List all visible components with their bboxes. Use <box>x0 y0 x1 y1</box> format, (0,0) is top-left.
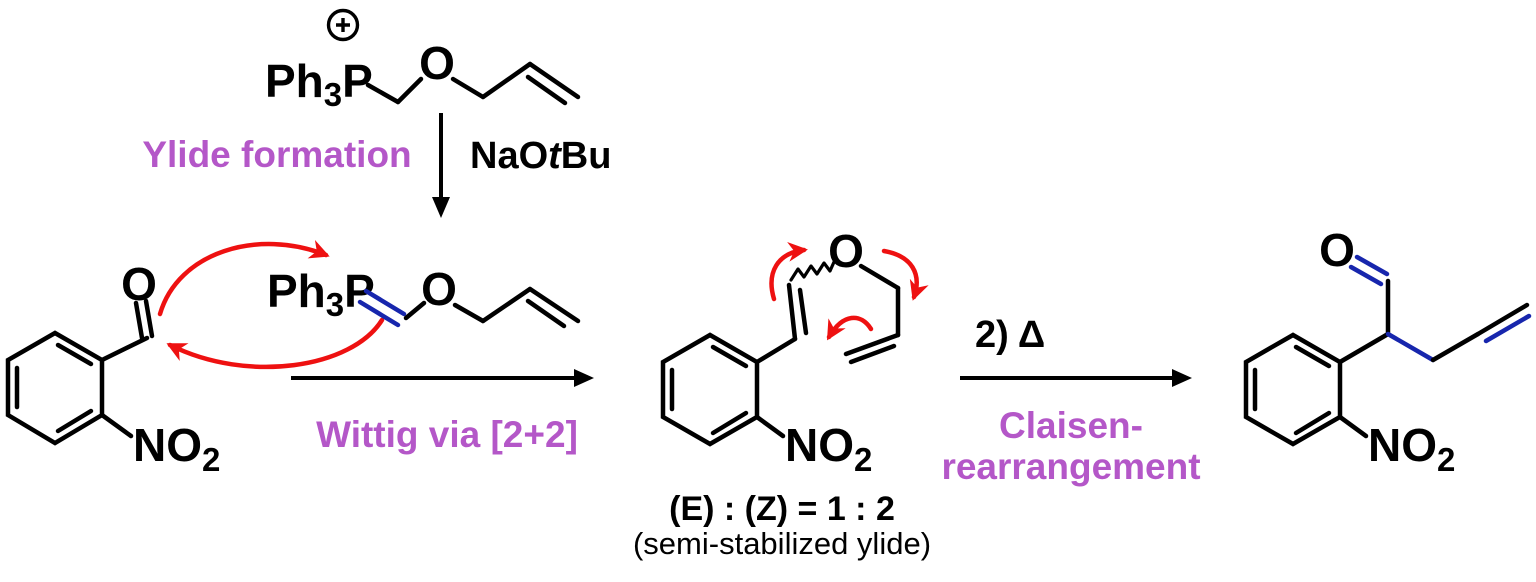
wittig-label: Wittig via [2+2] <box>316 414 578 455</box>
allyl-double-bond-line2 <box>525 298 567 329</box>
bond-o-ch2 <box>450 76 486 100</box>
allyl-double-bond-line1 <box>843 332 901 357</box>
ylide-o-label: O <box>421 263 457 315</box>
carbonyl-double-bond-line2 <box>133 300 145 341</box>
bond-ch2-ch <box>1430 331 1481 363</box>
pentenal-product-structure: O NO2 <box>1243 224 1532 478</box>
condition-label: 2) Δ <box>975 314 1045 356</box>
nitro-label: NO2 <box>133 419 220 478</box>
p-c-double-bond-line2 <box>357 299 401 328</box>
base-label: NaOtBu <box>470 135 611 177</box>
ether-o-label: O <box>419 37 455 89</box>
mechanism-arrow-carbonyl-to-p <box>157 239 330 317</box>
phosphonium-p-label: Ph3P <box>265 55 373 113</box>
plus-charge-icon <box>336 18 350 32</box>
claisen-label-line2: rearrangement <box>941 446 1200 487</box>
bond-ring-nitro <box>754 414 786 439</box>
allyl-vinyl-ether-structure: O NO2 <box>660 225 929 478</box>
bond-ring-nitro <box>99 412 134 439</box>
mechanism-arrow-left <box>769 241 808 302</box>
ylide-formation-label: Ylide formation <box>142 134 411 175</box>
benzene-ring <box>660 332 760 447</box>
vinyl-double-bond-line2 <box>525 74 568 106</box>
vinyl-double-bond-line1 <box>527 61 581 100</box>
claisen-label-line1: Claisen- <box>999 405 1143 446</box>
ylide-p-label: Ph3P <box>267 265 375 323</box>
nitro-label: NO2 <box>1368 419 1455 478</box>
bond-o-ch2 <box>452 302 486 324</box>
ether-o-label: O <box>828 225 864 277</box>
mechanism-arrow-carbanion-to-carbonyl <box>166 317 385 370</box>
aromatic-inner-bond <box>55 342 94 367</box>
carbonyl-o-label: O <box>121 258 157 310</box>
vinyl-double-bond-line2 <box>797 287 809 336</box>
bond-p-ch2 <box>365 82 401 105</box>
aromatic-inner-bond <box>1293 410 1332 436</box>
bond-c-o <box>403 300 427 321</box>
bond-ring-vinyl <box>754 336 798 365</box>
wavy-stereo-bond <box>789 260 836 282</box>
aromatic-inner-bond <box>1293 344 1332 369</box>
allyl-double-bond-line2 <box>848 343 897 365</box>
ylide-note-label: (semi-stabilized ylide) <box>633 526 931 561</box>
aromatic-inner-bond <box>710 410 749 436</box>
bond-ch2-ch <box>480 286 533 324</box>
down-arrowhead-icon <box>432 197 450 218</box>
terminal-double-bond-line1 <box>1475 302 1530 337</box>
wittig-step: Wittig via [2+2] <box>291 369 594 455</box>
benzene-ring <box>5 330 105 446</box>
p-c-double-bond-line1 <box>363 288 407 317</box>
reaction-arrowhead-1-icon <box>574 369 594 387</box>
carbonyl-double-bond-line1 <box>1354 254 1390 277</box>
carbonyl-double-bond-line1 <box>143 298 155 339</box>
nitrobenzaldehyde-structure: O NO2 <box>5 258 220 478</box>
bond-ring-ch <box>1337 331 1391 365</box>
aromatic-inner-bond <box>55 408 94 434</box>
bond-ring-nitro <box>1337 414 1369 439</box>
bond-ch2-ch <box>480 61 533 100</box>
bond-ch2-o <box>395 76 424 105</box>
vinyl-double-bond-line1 <box>786 282 798 342</box>
phosphonium-salt-structure: Ph3P O <box>265 8 581 113</box>
mechanism-arrow-center <box>826 315 874 341</box>
new-sigma-bond <box>1385 331 1436 363</box>
bond-ring-carbonyl <box>99 335 150 363</box>
terminal-double-bond-line2 <box>1483 313 1532 344</box>
bond-o-ch2 <box>858 263 901 291</box>
nitro-label: NO2 <box>785 419 872 478</box>
ylide-formation-step: Ylide formation NaOtBu <box>142 113 611 218</box>
claisen-step: 2) Δ Claisen- rearrangement <box>941 314 1200 487</box>
mechanism-arrow-right <box>881 248 929 301</box>
plus-charge-circle-icon <box>326 8 360 42</box>
reaction-arrowhead-2-icon <box>1172 369 1192 387</box>
benzene-ring <box>1243 332 1343 447</box>
carbonyl-double-bond-line2 <box>1348 264 1384 287</box>
allyl-double-bond-line1 <box>527 286 581 324</box>
aromatic-inner-bond <box>710 344 749 369</box>
ez-ratio-label: (E) : (Z) = 1 : 2 <box>669 490 895 528</box>
ylide-structure: Ph3P O <box>267 263 581 329</box>
carbonyl-o-label: O <box>1319 224 1355 276</box>
